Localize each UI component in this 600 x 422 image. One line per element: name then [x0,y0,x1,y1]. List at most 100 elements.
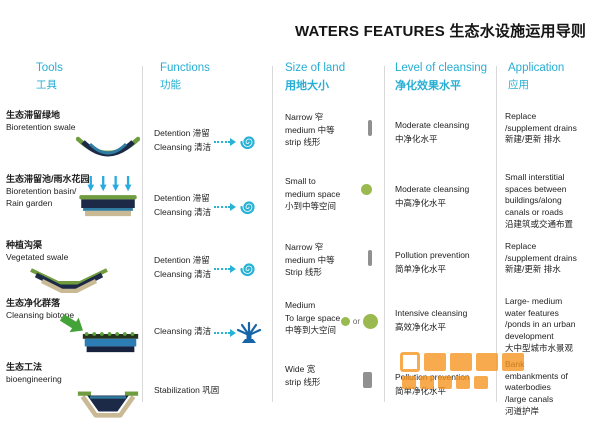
watermark-text-block [450,353,472,371]
level-label: 简单净化水平 [395,263,447,274]
watermark-row [400,352,524,372]
level-label: Moderate cleansing [395,120,470,130]
size-label: Medium [285,300,316,310]
function-label: Detention 滞留 [154,255,210,266]
size-label: 小到中等空间 [285,201,337,212]
size-cell: Narrow 窄 medium 中等 strip 线形 [272,104,384,168]
size-cell: Narrow 窄 medium 中等 Strip 线形 [272,234,384,292]
watermark-text-block [502,353,524,371]
tool-name-en: Bioretention basin/ [6,186,77,197]
wide-strip-bar-icon [363,372,372,388]
watermark-text-block [420,376,434,389]
narrow-strip-bar-icon [367,250,372,266]
small-green-dot-icon [361,184,372,195]
functions-cell: Detention 滞留 Cleansing 清洁 [142,104,272,168]
column-header-application: Application 应用 [496,62,600,93]
or-label: or [352,316,360,326]
bioretention-swale-icon [76,136,140,157]
tool-name-en: bioengineering [6,374,62,385]
application-cell: Large- medium water features /ponds in a… [496,292,600,356]
level-label: 中高净化水平 [395,197,447,208]
tool-cell-vegetated-swale: 种植沟渠 Vegetated swale [0,234,142,293]
function-label: Detention 滞留 [154,193,210,204]
column-header-zh: 应用 [508,79,529,91]
level-cell: Pollution prevention 简单净化水平 [384,234,496,292]
column-header-functions: Functions 功能 [142,62,272,93]
bioengineering-icon [77,391,139,418]
tool-cell-bioretention-basin: 生态滞留池/雨水花园 Bioretention basin/ Rain gard… [0,168,142,234]
size-label: Strip 线形 [285,267,322,278]
tool-cell-bioretention-swale: 生态滞留绿地 Bioretention swale [0,104,142,168]
level-label: Pollution prevention [395,250,470,260]
application-line: /ponds in an urban [505,319,576,330]
small-green-dot-icon [340,317,350,326]
application-line: 河道护岸 [505,405,540,416]
level-label: 简单净化水平 [395,385,447,396]
column-header-level-of-cleansing: Level of cleansing 净化效果水平 [384,62,496,93]
size-label: Narrow 窄 [285,242,324,252]
tool-name-zh: 种植沟渠 [6,240,43,250]
dotted-arrow-icon [214,138,237,146]
column-header-en: Level of cleansing [395,62,488,74]
level-label: Intensive cleansing [395,308,468,318]
large-green-dot-icon [363,314,378,329]
fountain-icon [237,321,262,343]
watermark-text-block [474,376,488,389]
function-label: Stabilization 巩固 [154,385,220,396]
size-label: medium 中等 [285,254,335,265]
application-cell: Small interstitial spaces between buildi… [496,168,600,234]
spiral-icon [240,201,255,215]
application-line: Small interstitial [505,172,565,182]
watermark-text-block [456,376,470,389]
application-line: /large canals [505,393,554,404]
column-divider [496,66,497,402]
application-line: 新建/更新 排水 [505,134,561,145]
column-headers: Tools 工具 Functions 功能 Size of land 用地大小 … [0,62,600,93]
tool-cell-bioengineering: 生态工法 bioengineering [0,356,142,418]
size-label: strip 线形 [285,376,321,387]
watermark-text-block [476,353,498,371]
application-line: embankments of [505,370,568,381]
level-cell: Moderate cleansing 中净化水平 [384,104,496,168]
watermark-text-block [402,376,416,389]
column-header-en: Functions [160,62,210,74]
column-header-en: Size of land [285,62,346,74]
functions-cell: Stabilization 巩固 [142,356,272,418]
size-label: strip 线形 [285,137,321,148]
functions-cell: Detention 滞留 Cleansing 清洁 [142,168,272,234]
column-header-tools: Tools 工具 [0,62,142,93]
level-cell: Intensive cleansing 高效净化水平 [384,292,496,356]
function-label: Detention 滞留 [154,128,210,139]
tool-name-en: Bioretention swale [6,122,76,133]
size-cell: Wide 宽 strip 线形 [272,356,384,418]
application-line: spaces between [505,183,567,194]
page-title: WATERS FEATURES 生态水设施运用导则 [295,23,587,40]
size-cell: Small to medium space 小到中等空间 [272,168,384,234]
application-line: /supplement drains [505,252,577,263]
application-line: water features [505,307,559,318]
level-label: 中净化水平 [395,133,438,144]
column-header-en: Tools [36,62,63,74]
tool-name-zh: 生态工法 [6,362,43,372]
dotted-arrow-icon [214,203,237,211]
column-divider [384,66,385,402]
dotted-arrow-icon [214,265,237,273]
dotted-arrow-icon [214,329,237,337]
column-header-zh: 用地大小 [285,80,329,92]
function-label: Cleansing 清洁 [154,207,212,217]
function-label: Cleansing 清洁 [154,142,212,152]
narrow-strip-bar-icon [367,120,372,136]
watermark [400,352,524,393]
watermark-text-block [438,376,452,389]
column-header-zh: 工具 [36,79,57,91]
tool-cell-cleansing-biotope: 生态净化群落 Cleansing biotope [0,292,142,356]
tool-name-en: Cleansing biotope [6,310,75,321]
size-label: Wide 宽 [285,364,316,374]
table-body: 生态滞留绿地 Bioretention swale Detention 滞留 C… [0,104,600,418]
spiral-icon [240,263,255,277]
column-header-zh: 功能 [160,79,181,91]
application-line: development [505,330,554,341]
column-header-en: Application [508,62,565,74]
application-line: buildings/along [505,195,562,206]
